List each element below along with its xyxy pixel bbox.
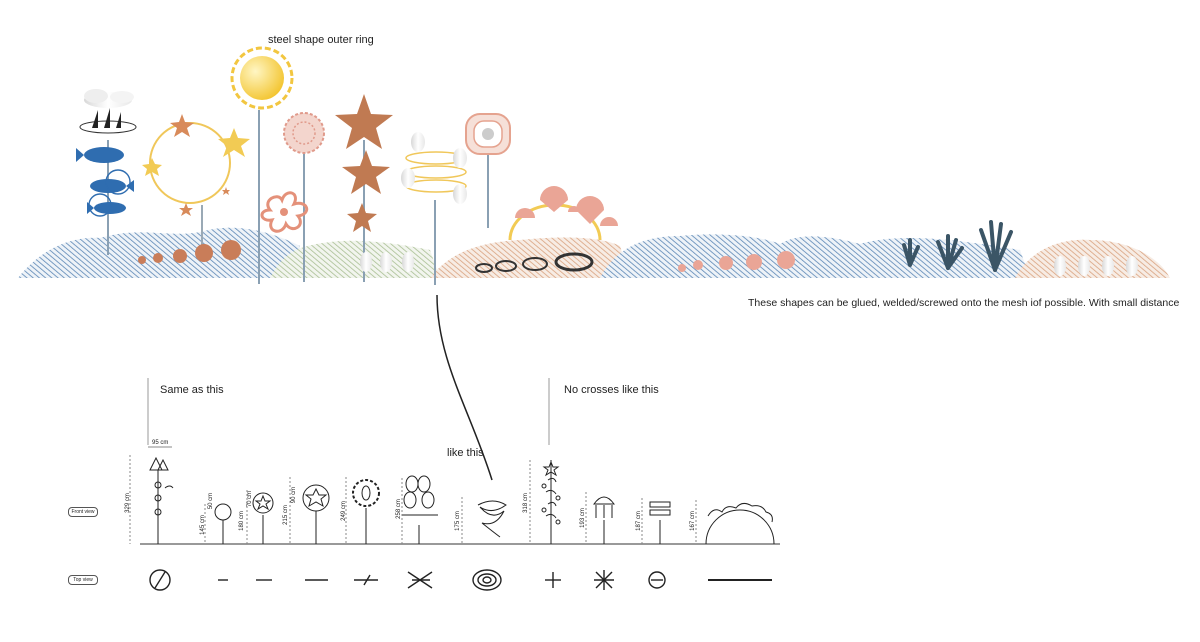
dim-h11: 167 cm [689, 511, 696, 531]
leader-curve [436, 294, 493, 481]
dim-h8: 318 cm [522, 493, 529, 513]
top-view-icons [149, 569, 772, 591]
dim-h5: 249 cm [340, 501, 347, 521]
dim-h3b: 70 cm [247, 490, 254, 508]
dim-h6: 258 cm [395, 499, 402, 519]
shell-arch [508, 186, 618, 241]
tech-drawing [129, 446, 775, 545]
dim-h9: 193 cm [579, 508, 586, 528]
seaweed [902, 220, 1013, 272]
fish-column [76, 89, 137, 255]
no-crosses-note: No crosses like this [564, 384, 659, 396]
mesh-note: These shapes can be glued, welded/screwe… [748, 297, 1180, 309]
pink-flower [260, 112, 325, 282]
dim-h4: 215 cm [282, 505, 289, 525]
dim-h7: 175 cm [454, 511, 461, 531]
pink-square [465, 113, 511, 228]
front-view-label: Front view [68, 507, 98, 517]
dim-h2b: 50 cm [208, 492, 215, 510]
same-as-this-note: Same as this [160, 384, 224, 396]
spiral-discs [401, 132, 467, 285]
outer-ring-note: steel shape outer ring [268, 34, 374, 46]
pink-shells [678, 251, 795, 272]
top-view-label: Top view [68, 575, 98, 585]
dim-width-95: 95 cm [152, 440, 169, 446]
mesh-discs [360, 252, 1138, 276]
dim-h2: 145 cm [199, 515, 206, 535]
like-this-note: like this [447, 447, 484, 459]
dim-h10: 187 cm [635, 511, 642, 531]
copper-shells [138, 240, 241, 264]
dim-h1: 329 cm [124, 493, 131, 513]
sun [230, 46, 294, 284]
mussels [475, 252, 594, 273]
dim-h3: 180 cm [238, 511, 245, 531]
ring-starfish [142, 114, 250, 250]
dim-h4b: 90 cm [291, 486, 298, 504]
